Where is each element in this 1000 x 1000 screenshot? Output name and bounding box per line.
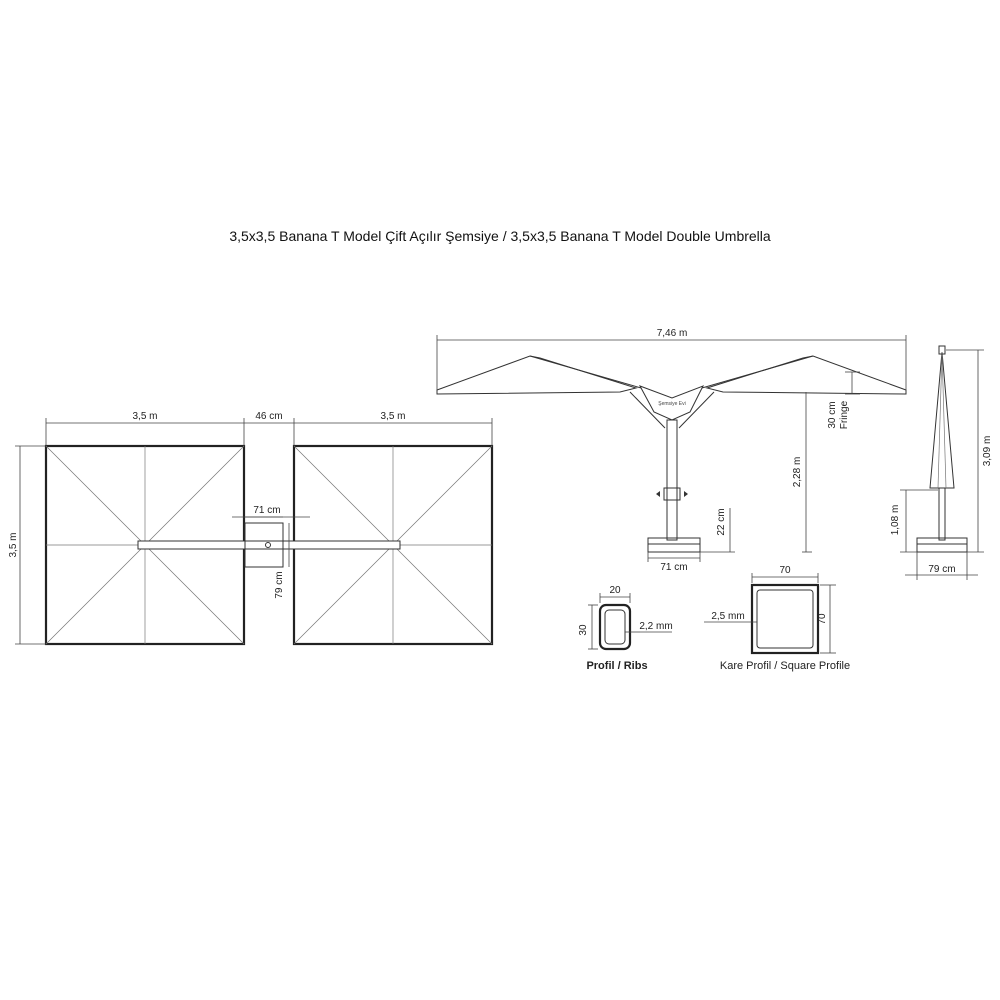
base-depth-label: 79 cm [274, 571, 285, 598]
pole-top [265, 542, 271, 548]
rib-width-label: 20 [609, 585, 621, 596]
front-view: Şemsiye Evi 7,46 m 30 cm Fr [436, 328, 907, 573]
side-closed-canopy [929, 351, 955, 489]
rib-profile-inner [604, 609, 626, 645]
brand-text: Şemsiye Evi [658, 401, 686, 407]
side-base [916, 537, 968, 553]
rib-profile: 20 30 2,2 mm Profil / Ribs [578, 585, 673, 672]
square-profile: 70 70 2,5 mm Kare Profil / Square Profil… [704, 565, 850, 672]
front-base [647, 537, 701, 553]
square-thickness-label: 2,5 mm [711, 611, 744, 622]
rib-height-label: 30 [578, 624, 589, 636]
square-width-label: 70 [779, 565, 791, 576]
square-height-label: 70 [817, 613, 828, 625]
fringe-label: Fringe [839, 400, 850, 429]
fringe-height-label: 30 cm [827, 401, 838, 428]
total-height-label: 3,09 m [982, 436, 993, 467]
front-pole [666, 419, 678, 541]
crank-handle [663, 487, 681, 501]
square-profile-outer [750, 583, 820, 655]
side-base-width-label: 79 cm [928, 564, 955, 575]
front-left-canopy [436, 355, 638, 395]
square-profile-inner [756, 589, 814, 649]
total-width-label: 7,46 m [657, 328, 688, 339]
rib-thickness-label: 2,2 mm [639, 621, 672, 632]
square-caption: Kare Profil / Square Profile [720, 660, 850, 672]
side-view-dimensions [900, 349, 984, 580]
rib-profile-outer [598, 603, 632, 651]
top-view: 3,5 m 46 cm 3,5 m 3,5 m 71 cm 79 cm [8, 411, 494, 646]
side-pole [938, 487, 946, 541]
top-view-dimensions [15, 418, 493, 645]
base-to-joint-label: 1,08 m [890, 505, 901, 536]
rib-caption: Profil / Ribs [586, 660, 647, 672]
front-base-height-label: 22 cm [716, 508, 727, 535]
base-width-label: 71 cm [253, 505, 280, 516]
side-finial [938, 345, 946, 355]
clearance-label: 2,28 m [792, 457, 803, 488]
page-title: 3,5x3,5 Banana T Model Çift Açılır Şemsi… [229, 228, 771, 244]
front-right-canopy [705, 355, 907, 395]
base-top [244, 522, 284, 568]
front-hub [638, 385, 705, 421]
left-width-label: 3,5 m [132, 411, 157, 422]
front-base-width-label: 71 cm [660, 562, 687, 573]
gap-label: 46 cm [255, 411, 282, 422]
side-view: 3,09 m 1,08 m 79 cm [890, 345, 993, 580]
right-width-label: 3,5 m [380, 411, 405, 422]
front-view-dimensions [436, 335, 907, 562]
height-label: 3,5 m [8, 532, 19, 557]
